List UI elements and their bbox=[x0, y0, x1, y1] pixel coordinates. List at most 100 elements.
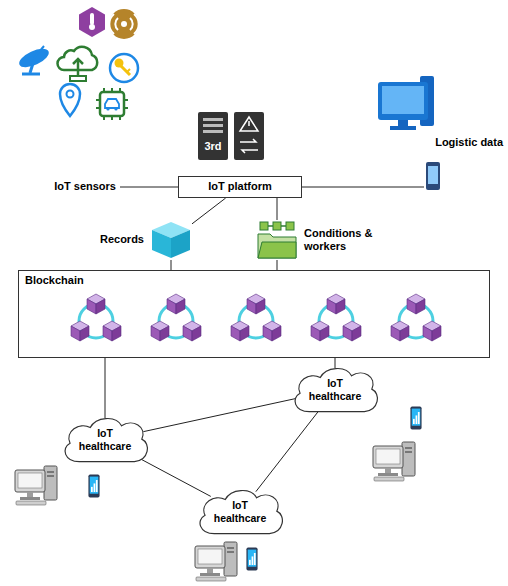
server-tag: 3rd bbox=[204, 140, 221, 153]
sensor-icons bbox=[17, 7, 139, 120]
blockchain-cubes bbox=[407, 294, 425, 314]
connector-line bbox=[143, 398, 296, 431]
node-label: IoT healthcare bbox=[309, 377, 362, 402]
cloud-outline bbox=[65, 418, 147, 461]
connector-line bbox=[277, 198, 278, 220]
server-icon bbox=[234, 112, 264, 160]
blockchain-cubes bbox=[151, 321, 169, 341]
healthcare-cloud: IoT healthcare bbox=[59, 415, 151, 465]
blockchain-cubes bbox=[19, 271, 489, 357]
blockchain-cubes bbox=[391, 326, 400, 341]
sensor-icons bbox=[67, 91, 74, 98]
records-icon bbox=[150, 220, 192, 260]
server-icon bbox=[198, 112, 264, 160]
node-label: Conditions & workers bbox=[304, 227, 384, 253]
logistic-computer bbox=[390, 126, 416, 130]
server-icon bbox=[240, 139, 258, 153]
blockchain-cubes bbox=[320, 326, 329, 341]
server-icon bbox=[248, 121, 250, 126]
blockchain-cubes bbox=[176, 299, 185, 314]
server-icon bbox=[240, 117, 258, 131]
blockchain-cubes bbox=[231, 326, 240, 341]
blockchain-cubes bbox=[311, 326, 320, 341]
logistic-computer bbox=[382, 86, 424, 114]
sensor-icons bbox=[105, 99, 119, 108]
blockchain-cubes bbox=[247, 299, 256, 314]
blockchain-cubes bbox=[400, 326, 409, 341]
blockchain-cubes bbox=[71, 321, 89, 341]
blockchain-cubes bbox=[87, 299, 96, 314]
blockchain-cubes bbox=[192, 326, 201, 341]
side-label: IoT sensors bbox=[54, 180, 116, 193]
folder-icon bbox=[273, 222, 281, 230]
blockchain-cubes bbox=[263, 326, 272, 341]
sensor-icons bbox=[96, 88, 128, 120]
sensor-icons bbox=[106, 107, 109, 110]
sensor-icons bbox=[89, 24, 95, 30]
sensor-icons bbox=[109, 14, 138, 34]
client-devices bbox=[15, 466, 57, 505]
blockchain-cubes bbox=[343, 321, 361, 341]
sensor-icons bbox=[73, 59, 83, 64]
sensor-icons bbox=[109, 9, 139, 39]
folder-icon bbox=[260, 222, 268, 230]
blockchain-cubes bbox=[407, 299, 416, 314]
connector-line bbox=[105, 358, 106, 418]
sensor-icons bbox=[70, 76, 86, 81]
node-label: IoT platform bbox=[208, 180, 272, 193]
blockchain-cubes bbox=[103, 326, 112, 341]
logistic-computer bbox=[378, 82, 428, 120]
blockchain-cubes bbox=[423, 326, 432, 341]
sensor-icons bbox=[17, 45, 52, 71]
blockchain-cubes bbox=[87, 294, 105, 314]
blockchain-cubes bbox=[96, 299, 105, 314]
sensor-icons bbox=[114, 107, 117, 110]
blockchain-cubes bbox=[311, 321, 329, 341]
folder-icon bbox=[286, 222, 294, 230]
client-devices bbox=[195, 542, 237, 581]
blockchain-cubes bbox=[103, 321, 121, 341]
sensor-icons bbox=[110, 54, 138, 82]
blockchain-cubes bbox=[151, 326, 160, 341]
folder-icon bbox=[258, 242, 296, 258]
server-icon bbox=[203, 130, 223, 133]
logistic-computer bbox=[398, 120, 408, 126]
cloud-outline bbox=[200, 490, 282, 533]
node-label: Blockchain bbox=[25, 274, 483, 287]
sensor-icons bbox=[30, 60, 34, 73]
sensor-icons bbox=[60, 84, 80, 116]
sensor-icons bbox=[121, 21, 127, 27]
node-label: IoT healthcare bbox=[79, 427, 132, 452]
sensor-icons bbox=[22, 73, 40, 76]
cloud-outline bbox=[295, 368, 377, 411]
server-icon bbox=[203, 124, 223, 127]
sensor-icons bbox=[127, 69, 130, 72]
blockchain-cubes bbox=[423, 321, 441, 341]
blockchain-cubes bbox=[263, 321, 281, 341]
folder-icon bbox=[258, 234, 296, 258]
node-label: IoT healthcare bbox=[214, 499, 267, 524]
client-devices bbox=[373, 442, 415, 481]
records-icon: Records bbox=[150, 220, 192, 260]
connector-line bbox=[192, 198, 226, 224]
client-devices bbox=[15, 406, 422, 581]
server-icon bbox=[198, 112, 228, 160]
connector-line bbox=[256, 410, 319, 491]
blockchain-cubes bbox=[256, 299, 265, 314]
blockchain-cubes bbox=[183, 326, 192, 341]
connector-line bbox=[277, 260, 278, 270]
blockchain-cubes bbox=[352, 326, 361, 341]
sensor-icons bbox=[79, 7, 105, 37]
blockchain-cubes bbox=[240, 326, 249, 341]
sensor-icons bbox=[34, 46, 44, 58]
logistic-computer bbox=[426, 162, 440, 190]
side-label: Logistic data bbox=[435, 136, 503, 149]
logistic-computer bbox=[378, 76, 440, 190]
blockchain-cubes bbox=[71, 326, 80, 341]
blockchain-cubes bbox=[416, 299, 425, 314]
folder-icon: Conditions & workers bbox=[256, 220, 298, 260]
client-devices bbox=[410, 406, 421, 429]
logistic-computer bbox=[428, 166, 438, 184]
connector-line bbox=[134, 456, 211, 497]
